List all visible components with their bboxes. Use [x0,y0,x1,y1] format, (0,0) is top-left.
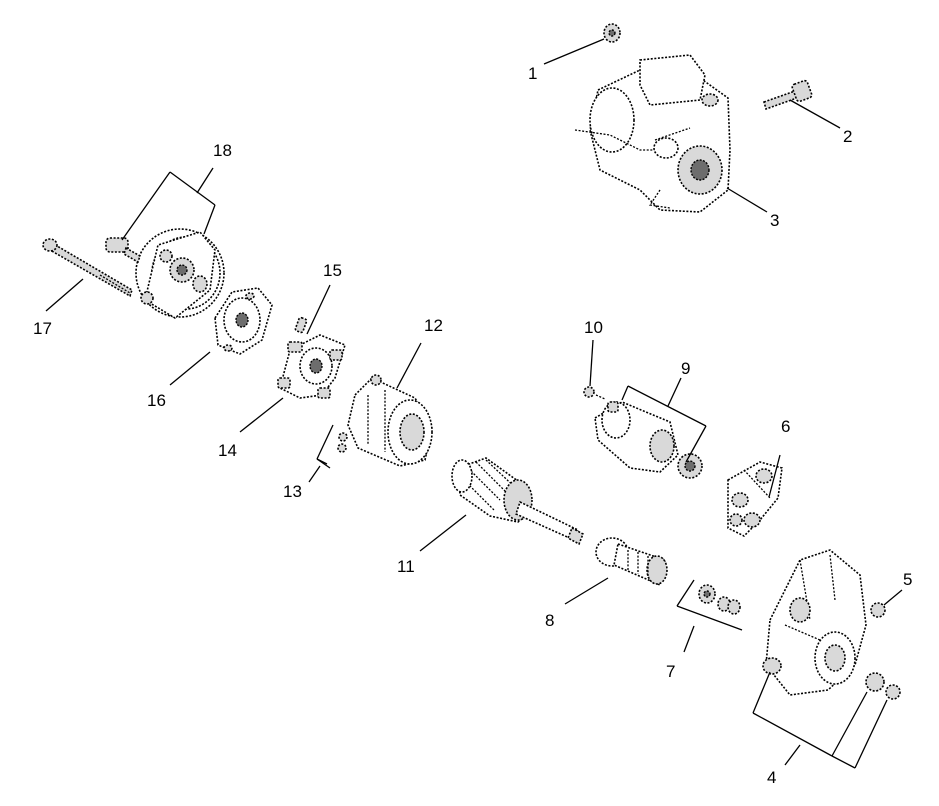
callout-9: 9 [681,359,690,378]
part-3-starter-assembly [574,54,731,213]
callout-18: 18 [213,141,232,160]
callout-15: 15 [323,261,342,280]
part-7-small-parts [698,584,741,615]
callout-labels: 1 2 3 4 5 6 7 8 9 10 11 12 13 14 15 16 1… [33,64,912,787]
part-4-housing [762,549,901,700]
part-13-pins [337,432,348,453]
part-10-ball [583,386,606,400]
part-18-end-frame [105,228,225,319]
part-8-clutch [595,537,668,587]
part-5-nut [870,602,886,618]
callout-2: 2 [843,127,852,146]
callout-7: 7 [666,662,675,681]
callout-8: 8 [545,611,554,630]
part-1-nut [603,23,621,43]
part-17-through-bolt [42,238,133,298]
part-15-screw [294,316,308,334]
callout-17: 17 [33,319,52,338]
leader-lines [45,38,903,769]
part-12-yoke [347,374,433,467]
part-14-brush-holder [277,334,346,399]
part-16-plate [214,287,273,355]
callout-1: 1 [528,64,537,83]
callout-3: 3 [770,211,779,230]
callout-11: 11 [397,557,415,576]
callout-10: 10 [584,318,603,337]
callout-5: 5 [903,570,912,589]
part-11-armature [451,457,585,546]
callout-6: 6 [781,417,790,436]
part-2-bolt [763,79,813,111]
callout-12: 12 [424,316,443,335]
callout-13: 13 [283,482,302,501]
callout-16: 16 [147,391,166,410]
part-9-solenoid [594,401,703,479]
callout-4: 4 [767,768,776,787]
part-6-bracket [727,461,783,537]
callout-14: 14 [218,441,237,460]
